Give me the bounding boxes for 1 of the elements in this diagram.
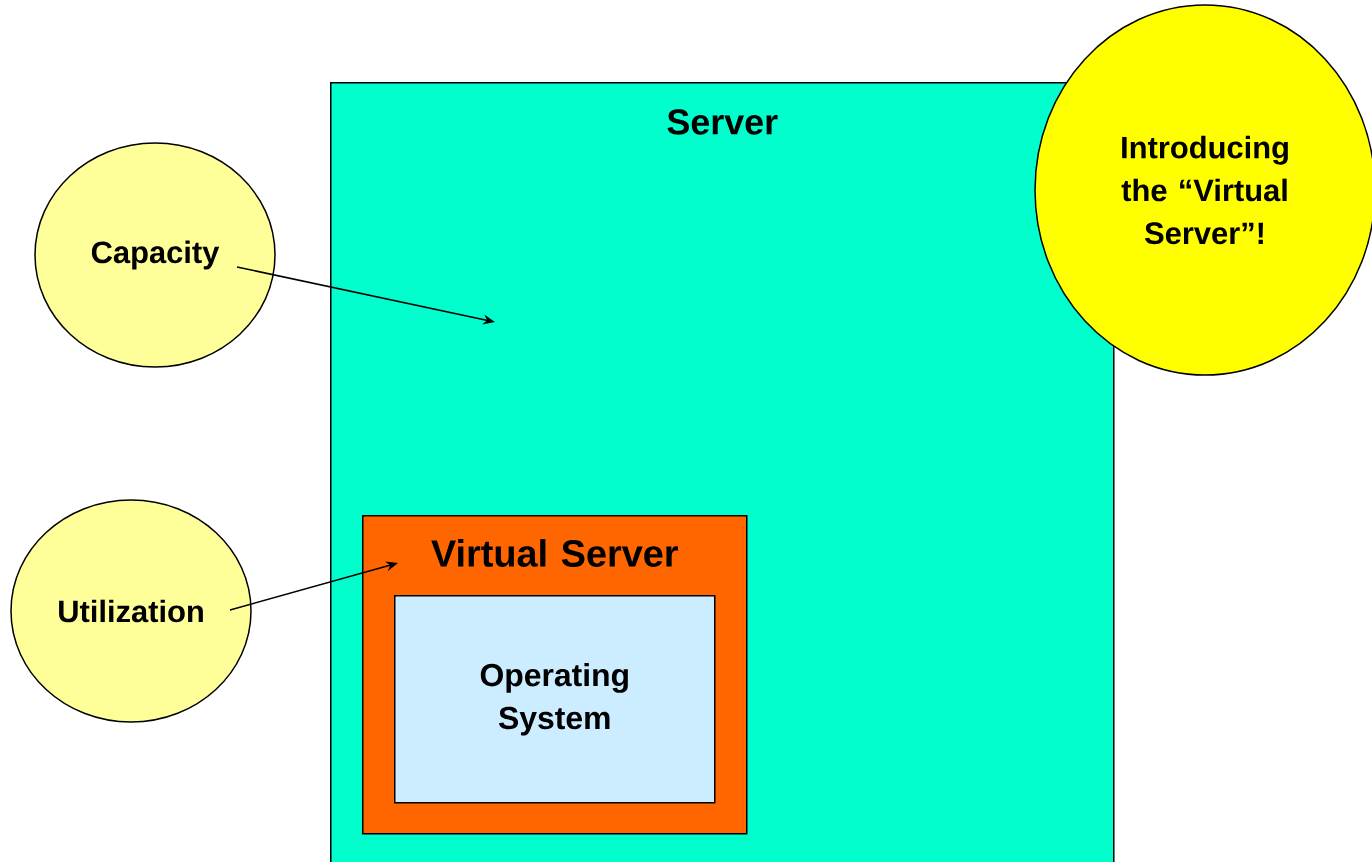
process-box: Operating System	[394, 595, 716, 804]
